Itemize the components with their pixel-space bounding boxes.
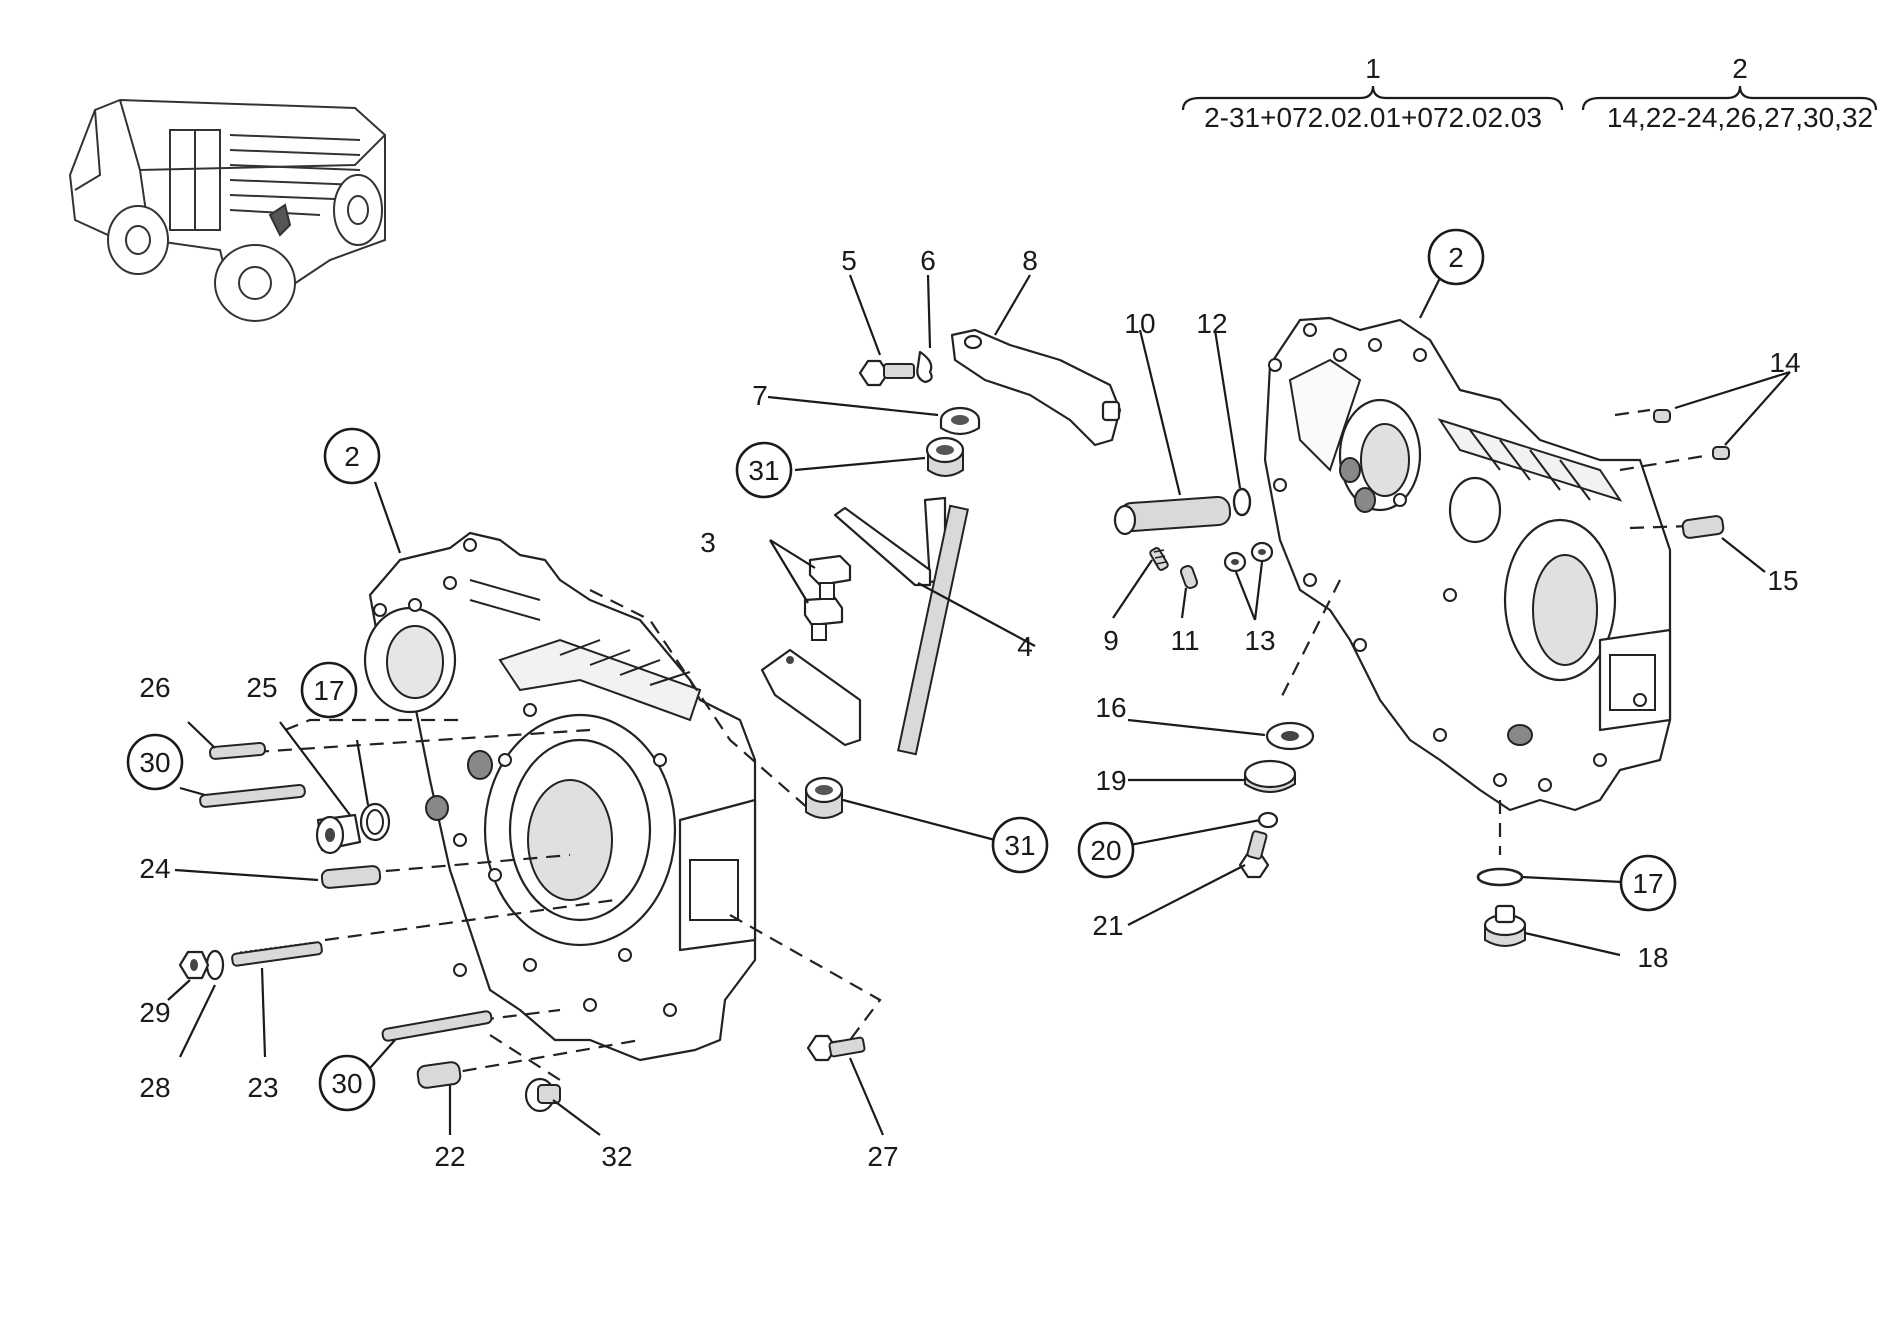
callout-10: 10 [1124,308,1155,339]
part-32-plug [524,1077,561,1113]
callout-14: 14 [1769,347,1800,378]
callout-6: 6 [920,245,936,276]
part-8-shift-lever [950,328,1122,447]
svg-text:2: 2 [1448,242,1464,273]
callout-18: 18 [1637,942,1668,973]
callout-30-upper: 30 [126,733,184,791]
callout-16: 16 [1095,692,1126,723]
part-15-plug-screw [1681,515,1725,539]
callout-25: 25 [246,672,277,703]
part-20-lock-washer [1257,811,1279,829]
vehicle-thumbnail [68,98,386,322]
callout-2-left: 2 [323,427,381,485]
svg-text:17: 17 [313,675,344,706]
part-4-shift-shaft-fork [760,496,969,756]
part-21-bolt [1238,830,1270,879]
svg-text:30: 30 [331,1068,362,1099]
callout-20: 20 [1077,821,1135,879]
part-29-nut [178,950,210,980]
callout-11: 11 [1170,625,1199,656]
part-5-bolt [858,359,915,387]
part-7-bushing [939,406,981,436]
callout-7: 7 [752,380,768,411]
leader-lines [167,274,1791,1136]
callout-31-lower: 31 [991,816,1049,874]
part-13-set-screws [1223,541,1274,573]
part-6-lock-washer [916,350,933,384]
part-9-spring [1149,547,1169,571]
callout-29: 29 [139,997,170,1028]
callout-21: 21 [1092,910,1123,941]
part-26-stud [208,741,266,760]
part-31-bushing-upper [925,436,965,477]
callout-32: 32 [601,1141,632,1172]
svg-text:17: 17 [1632,868,1663,899]
callout-28: 28 [139,1072,170,1103]
callout-17-right: 17 [1619,854,1677,912]
svg-text:2: 2 [344,441,360,472]
callout-9: 9 [1103,625,1119,656]
right-transfer-case-housing [1263,316,1672,812]
callout-26: 26 [139,672,170,703]
callout-17-left: 17 [300,661,358,719]
svg-text:20: 20 [1090,835,1121,866]
callout-24: 24 [139,853,170,884]
callout-3: 3 [700,527,716,558]
part-30-long-stud-lower [381,1010,493,1042]
callout-23: 23 [247,1072,278,1103]
svg-text:31: 31 [1004,830,1035,861]
callout-4: 4 [1017,631,1033,662]
part-31-bushing-lower [804,776,844,819]
header-group-2: 2 14,22-24,26,27,30,32 [1581,53,1878,133]
part-30-long-stud-upper [199,783,306,808]
part-12-o-ring [1232,487,1252,517]
callout-8: 8 [1022,245,1038,276]
callout-19: 19 [1095,765,1126,796]
part-17-seal-ring-left [359,802,391,842]
callout-12: 12 [1196,308,1227,339]
left-transfer-case-housing [363,531,757,1062]
part-27-bolt [806,1034,866,1062]
part-18-drain-plug [1483,904,1527,947]
part-23-stud-long [231,941,323,967]
callout-15: 15 [1767,565,1798,596]
part-16-washer [1265,721,1315,751]
group-2-number: 2 [1732,53,1748,84]
callout-30-lower: 30 [318,1054,376,1112]
callout-22: 22 [434,1141,465,1172]
group-1-number: 1 [1365,53,1381,84]
svg-text:31: 31 [748,455,779,486]
part-10-shaft [1113,496,1232,536]
svg-text:30: 30 [139,747,170,778]
part-22-sleeve [416,1061,462,1089]
part-11-detent-pin [1180,565,1198,589]
callout-31-upper: 31 [735,441,793,499]
part-19-cover-disc [1243,759,1297,793]
group-1-range: 2-31+072.02.01+072.02.03 [1204,102,1542,133]
callout-2-right: 2 [1427,228,1485,286]
part-17-seal-ring-right [1476,867,1524,887]
part-14-dowel-pins [1653,409,1730,460]
part-24-dowel-pin [320,865,382,889]
callout-27: 27 [867,1141,898,1172]
part-25-drain-plug [315,813,362,855]
callouts: 2 2 17 17 30 30 31 31 [126,228,1801,1172]
header-group-1: 1 2-31+072.02.01+072.02.03 [1181,53,1564,133]
callout-5: 5 [841,245,857,276]
part-28-washer [205,949,225,981]
group-2-range: 14,22-24,26,27,30,32 [1607,102,1873,133]
part-3-shift-blocks [803,554,852,641]
assembly-dashed-lines [254,408,1711,1081]
callout-13: 13 [1244,625,1275,656]
